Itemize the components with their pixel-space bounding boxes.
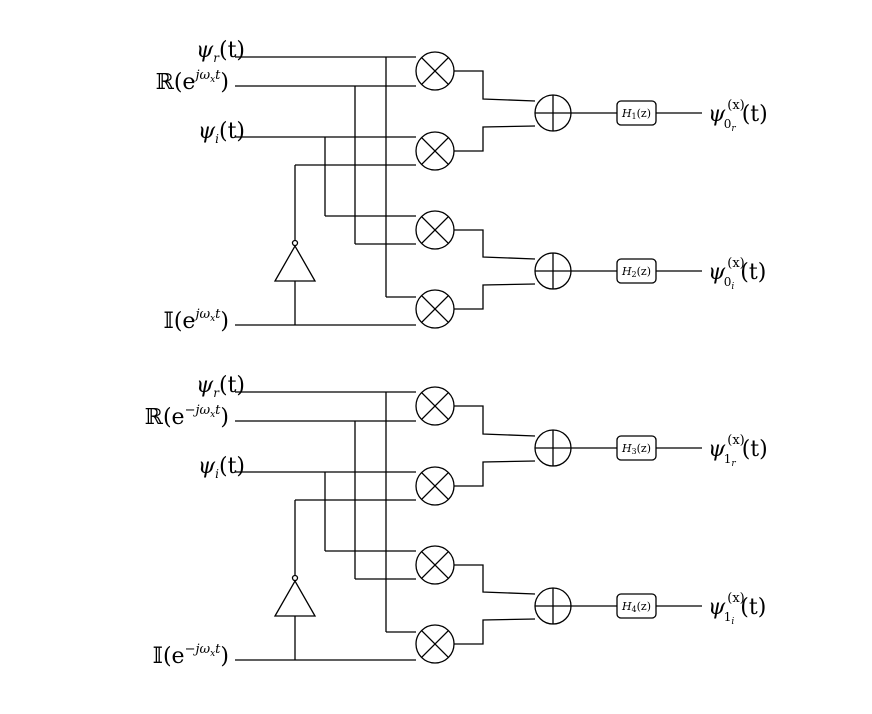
- adder-2: [534, 252, 572, 290]
- adder-1: [534, 94, 572, 132]
- multiplier-cross: [421, 295, 449, 323]
- filter-label: H1(z): [621, 107, 651, 121]
- wire-m3-to-adder: [454, 564, 536, 595]
- output-label: ψ(x)0i(t): [708, 256, 766, 292]
- output-label: ψ(x)0r(t): [708, 98, 768, 134]
- adder-2: [534, 587, 572, 625]
- filter-label: H3(z): [621, 442, 651, 456]
- wire-m1-to-adder: [454, 70, 536, 102]
- inverter: [273, 239, 317, 282]
- output-label: ψ(x)1r(t): [708, 433, 768, 469]
- filter-1: H1(z): [616, 100, 657, 126]
- multiplier-2: [415, 466, 455, 506]
- multiplier-4: [415, 624, 455, 664]
- multiplier-1: [415, 51, 455, 91]
- inverter-bubble: [291, 574, 299, 582]
- multiplier-1: [415, 386, 455, 426]
- wire-m4-to-adder: [454, 283, 536, 310]
- filter-label: H4(z): [621, 600, 651, 614]
- input-label-psi-i: ψi(t): [198, 119, 245, 146]
- inverter: [273, 574, 317, 617]
- multiplier-cross: [421, 472, 449, 500]
- input-label-re: ℝ(ejωxt): [156, 68, 229, 95]
- inverter-triangle: [273, 579, 317, 617]
- input-label-im: 𝕀(e−jωxt): [153, 642, 229, 669]
- input-label-re: ℝ(e−jωxt): [145, 403, 229, 430]
- filter-3: H3(z): [616, 435, 657, 461]
- input-label-psi-i: ψi(t): [198, 454, 245, 481]
- inverter-bubble: [291, 239, 299, 247]
- input-label-psi-r: ψr(t): [196, 373, 245, 400]
- wire-m4-to-adder: [454, 618, 536, 645]
- multiplier-cross: [421, 551, 449, 579]
- multiplier-cross: [421, 630, 449, 658]
- inverter-triangle: [273, 244, 317, 282]
- input-label-im: 𝕀(ejωxt): [164, 307, 229, 334]
- multiplier-2: [415, 131, 455, 171]
- multiplier-cross: [421, 57, 449, 85]
- multiplier-4: [415, 289, 455, 329]
- wire-m3-to-adder: [454, 229, 536, 260]
- adder-1: [534, 429, 572, 467]
- block-0: H1(z) ψ(x)0r(t) H2(z) ψ(x)0i(t) ψr(t) ℝ(ejωxt…: [156, 38, 768, 334]
- multiplier-cross: [421, 216, 449, 244]
- multiplier-3: [415, 545, 455, 585]
- filter-2: H2(z): [616, 258, 657, 284]
- multiplier-cross: [421, 392, 449, 420]
- wire-m2-to-adder: [454, 125, 536, 152]
- multiplier-3: [415, 210, 455, 250]
- wire-m2-to-adder: [454, 460, 536, 487]
- multiplier-cross: [421, 137, 449, 165]
- filter-4: H4(z): [616, 593, 657, 619]
- block-1: H3(z) ψ(x)1r(t) H4(z) ψ(x)1i(t) ψr(t) ℝ(e−jωx…: [145, 373, 768, 669]
- output-label: ψ(x)1i(t): [708, 591, 766, 627]
- wire-m1-to-adder: [454, 405, 536, 437]
- input-label-psi-r: ψr(t): [196, 38, 245, 65]
- filter-label: H2(z): [621, 265, 651, 279]
